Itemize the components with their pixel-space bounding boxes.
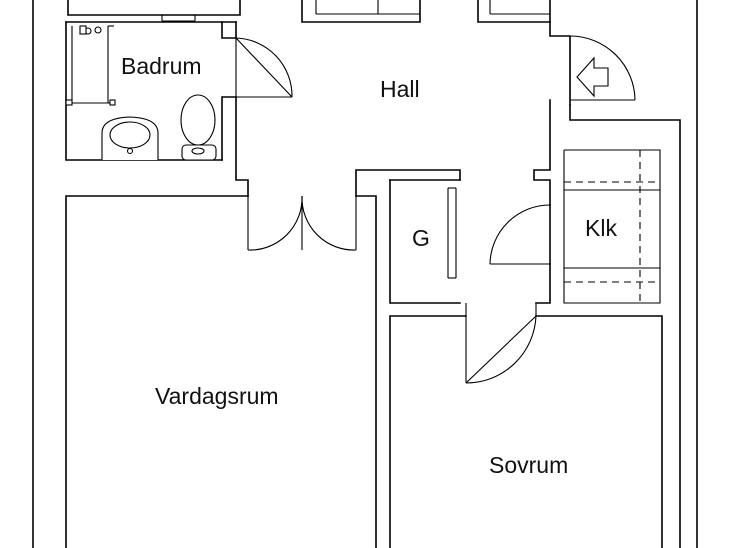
outer-walls: [32, 0, 698, 548]
room-label-badrum: Badrum: [121, 53, 202, 79]
room-label-klk: Klk: [585, 215, 617, 241]
room-label-vardagsrum: Vardagsrum: [155, 383, 279, 409]
entrance-door: [569, 35, 636, 101]
hall-walls: [235, 21, 681, 548]
room-label-sovrum: Sovrum: [489, 452, 568, 478]
bathroom: Badrum: [65, 21, 293, 161]
toilet-icon: [180, 94, 217, 161]
room-label-g: G: [412, 225, 430, 251]
living-room: Vardagsrum: [65, 195, 377, 548]
sink-icon: [101, 116, 159, 160]
top-windows: [67, 0, 551, 23]
room-label-hall: Hall: [380, 76, 420, 102]
kitchen: Klk: [489, 149, 661, 304]
wardrobe: G: [389, 179, 461, 304]
bedroom: Sovrum: [389, 303, 663, 548]
entrance-arrow-icon: [576, 56, 609, 98]
bathroom-door: [235, 37, 293, 98]
shower: [65, 25, 116, 106]
